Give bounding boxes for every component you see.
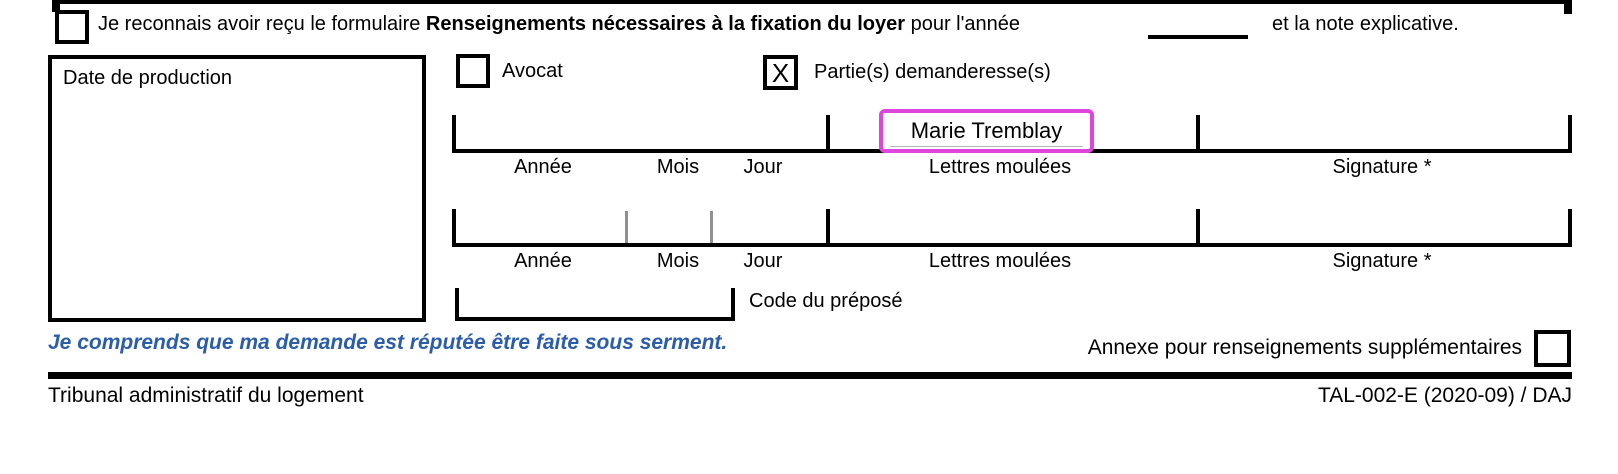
- section-top-divider-stub-right: [1564, 0, 1572, 14]
- section-top-divider-stub-left: [52, 0, 60, 12]
- ack-form-title: Renseignements nécessaires à la fixation…: [425, 13, 906, 35]
- field-tick: [1568, 115, 1572, 153]
- signature-baseline: [452, 243, 1572, 247]
- date-production-label: Date de production: [63, 67, 233, 89]
- annexe-label: Annexe pour renseignements supplémentair…: [1087, 336, 1522, 359]
- row1-lettres-moulees-value: Marie Tremblay: [910, 118, 1063, 143]
- row1-signature-field[interactable]: [1200, 115, 1564, 149]
- signature-row-1: Marie Tremblay Année Mois Jour Lettres m…: [452, 109, 1572, 195]
- footer-divider: [48, 372, 1572, 379]
- acknowledgement-text: Je reconnais avoir reçu le formulaire Re…: [98, 13, 1020, 36]
- row2-lettres-moulees-field[interactable]: [830, 209, 1192, 243]
- section-top-divider: [52, 0, 1572, 4]
- signature-label: Signature *: [1332, 250, 1432, 272]
- date-production-box[interactable]: Date de production: [48, 55, 426, 322]
- footer-form-code: TAL-002-E (2020-09) / DAJ: [1317, 384, 1572, 407]
- partie-demanderesse-label: Partie(s) demanderesse(s): [814, 61, 1051, 83]
- row1-lettres-moulees-input[interactable]: Marie Tremblay: [879, 109, 1094, 153]
- field-tick: [452, 209, 456, 247]
- year-input-line[interactable]: [1148, 35, 1248, 39]
- date-separator-tick: [625, 211, 628, 243]
- field-tick: [826, 115, 830, 153]
- annee-label: Année: [514, 250, 572, 272]
- partie-demanderesse-checkbox[interactable]: X: [763, 55, 798, 90]
- ack-text-after: et la note explicative.: [1272, 13, 1459, 35]
- oath-statement: Je comprends que ma demande est réputée …: [48, 331, 728, 354]
- row1-date-field[interactable]: [456, 115, 822, 149]
- jour-label: Jour: [743, 156, 783, 178]
- lettres-moulees-label: Lettres moulées: [928, 250, 1072, 272]
- signature-row-2: Année Mois Jour Lettres moulées Signatur…: [452, 209, 1572, 289]
- jour-label: Jour: [743, 250, 783, 272]
- date-separator-tick: [710, 211, 713, 243]
- field-tick: [452, 115, 456, 153]
- lettres-underline: [890, 146, 1083, 147]
- code-prepose-field[interactable]: [455, 288, 735, 321]
- mois-label: Mois: [656, 156, 700, 178]
- checkbox-x-mark: X: [771, 57, 790, 88]
- avocat-label: Avocat: [502, 60, 563, 82]
- field-tick: [1568, 209, 1572, 247]
- ack-text-middle: pour l'année: [905, 13, 1021, 35]
- footer-org-name: Tribunal administratif du logement: [48, 384, 364, 407]
- acknowledgement-checkbox[interactable]: [55, 10, 89, 44]
- annee-label: Année: [514, 156, 572, 178]
- signature-label: Signature *: [1332, 156, 1432, 178]
- row2-date-field[interactable]: [456, 209, 822, 243]
- field-tick: [1196, 209, 1200, 247]
- avocat-checkbox[interactable]: [456, 54, 490, 88]
- lettres-moulees-label: Lettres moulées: [928, 156, 1072, 178]
- field-tick: [826, 209, 830, 247]
- code-prepose-label: Code du préposé: [749, 290, 903, 312]
- ack-text-before: Je reconnais avoir reçu le formulaire: [98, 13, 426, 35]
- annexe-checkbox[interactable]: [1534, 330, 1571, 367]
- mois-label: Mois: [656, 250, 700, 272]
- row2-signature-field[interactable]: [1200, 209, 1564, 243]
- field-tick: [1196, 115, 1200, 153]
